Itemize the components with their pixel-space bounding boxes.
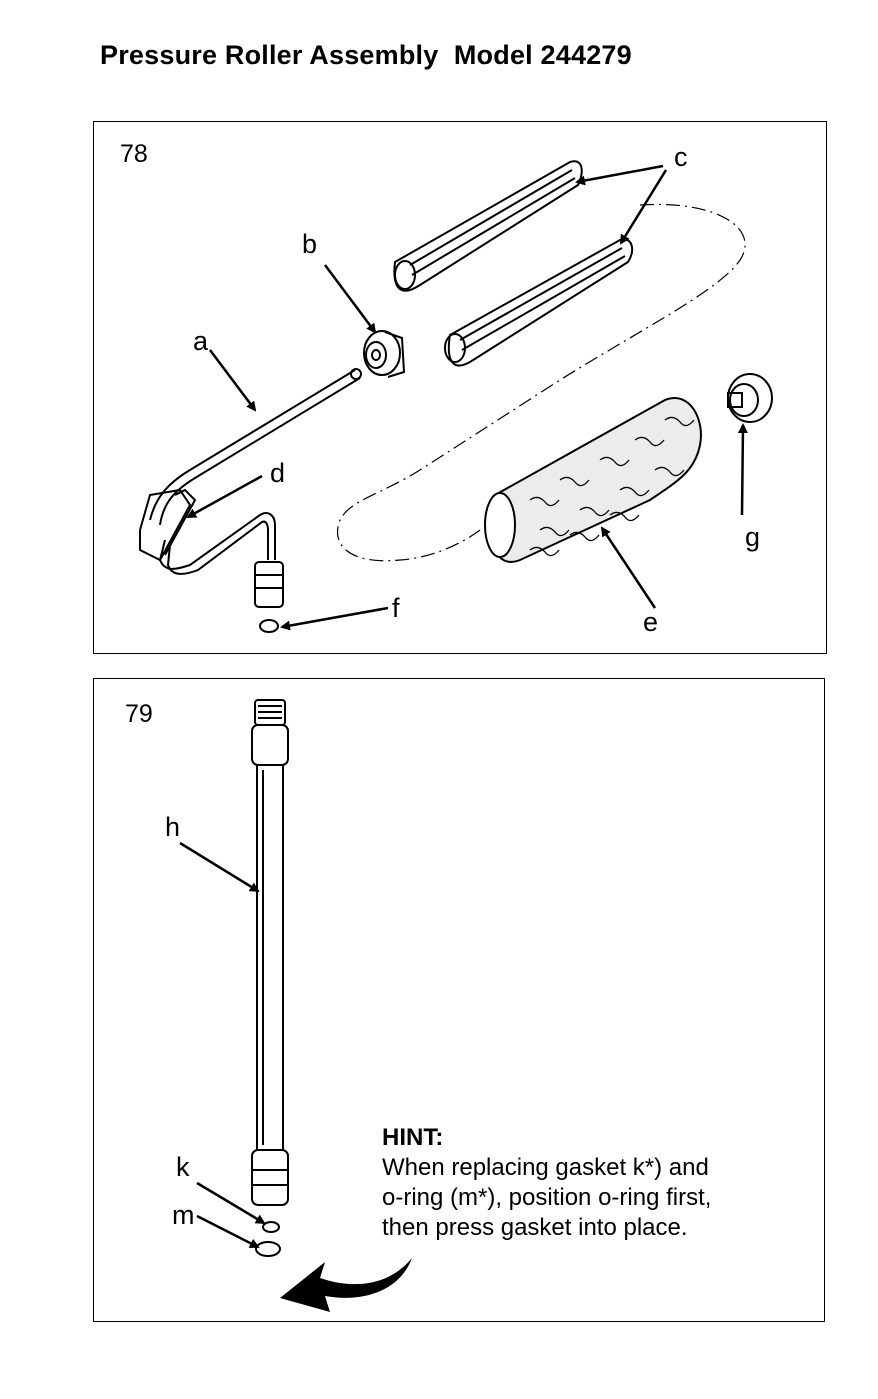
leader-c1 [575, 164, 664, 186]
page-title: Pressure Roller Assembly Model 244279 [100, 40, 632, 70]
o-ring-m [255, 1241, 281, 1257]
leader-d [186, 474, 263, 519]
roller-cover-e [484, 397, 702, 563]
roller-core-top [393, 160, 583, 292]
callout-label-b: b [302, 229, 318, 259]
gasket-f [259, 619, 279, 633]
roller-guide-outline [336, 203, 746, 562]
hint-title: HINT: [382, 1124, 444, 1151]
figure-number-79: 79 [125, 700, 153, 728]
callout-label-g: g [745, 522, 761, 552]
gasket-k [262, 1221, 280, 1233]
callout-label-h: h [165, 812, 181, 842]
leader-h [179, 841, 260, 893]
leader-a [209, 349, 257, 412]
roller-core-bottom [444, 238, 634, 367]
extension-pole [251, 699, 289, 1206]
callout-label-c: c [674, 142, 688, 172]
leader-c2 [619, 169, 668, 245]
end-cap-g [727, 373, 773, 423]
end-cap-b [363, 330, 406, 378]
callout-label-e: e [643, 607, 659, 637]
roller-frame [139, 368, 362, 608]
figure-78-panel [93, 121, 827, 654]
leader-b [323, 264, 377, 334]
callout-label-k: k [176, 1152, 190, 1182]
figure-number-78: 78 [120, 140, 148, 168]
callout-label-m: m [172, 1200, 195, 1230]
callout-label-d: d [270, 458, 286, 488]
leader-f [280, 606, 389, 631]
leader-k [196, 1181, 266, 1225]
hint-line: When replacing gasket k*) and [382, 1154, 709, 1181]
leader-e [600, 526, 657, 609]
callout-label-a: a [193, 326, 209, 356]
callout-label-f: f [392, 593, 400, 623]
hint-note: HINT: When replacing gasket k*) and o-ri… [382, 1123, 711, 1243]
curved-arrow-icon [280, 1258, 412, 1312]
hint-line: then press gasket into place. [382, 1214, 688, 1241]
figure-79-panel [93, 678, 825, 1322]
leader-g [737, 423, 748, 516]
hint-line: o-ring (m*), position o-ring first, [382, 1184, 712, 1211]
leader-m [196, 1214, 260, 1249]
